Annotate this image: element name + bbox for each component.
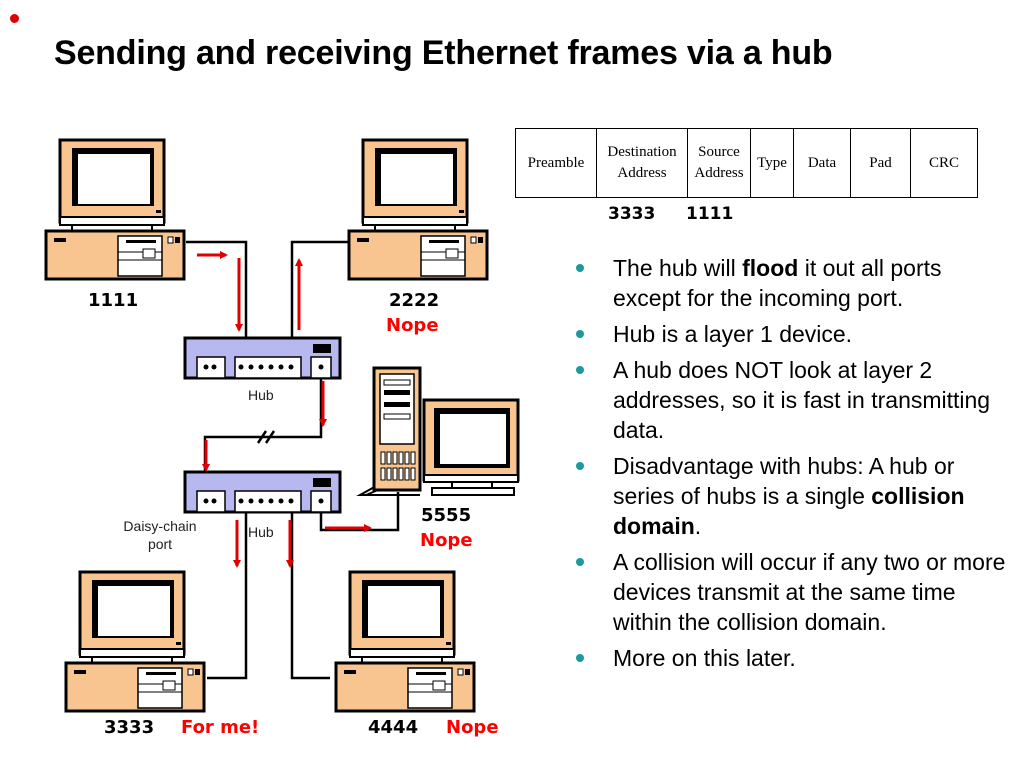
bullet-text: More on this later. — [613, 645, 796, 671]
host-4444-status: Nope — [446, 717, 499, 738]
bullet-text: A collision will occur if any two or mor… — [613, 549, 1006, 635]
bullet-item: More on this later. — [576, 643, 1006, 673]
bullet-item: Hub is a layer 1 device. — [576, 319, 1006, 349]
bullet-text: Hub is a layer 1 device. — [613, 321, 853, 347]
cable-break-icon — [256, 430, 276, 444]
bullet-text: Disadvantage with hubs: A hub or series … — [613, 453, 955, 509]
frame-field-type: Type — [750, 128, 794, 198]
host-5555-status: Nope — [420, 530, 473, 551]
host-4444-address: 4444 — [368, 717, 419, 738]
computer-5555 — [356, 366, 520, 496]
title-bullet-icon — [10, 14, 19, 23]
cable-2222 — [290, 240, 349, 367]
bullet-item: Disadvantage with hubs: A hub or series … — [576, 451, 1006, 541]
frame-source-value: 1111 — [686, 204, 734, 224]
cable-1111 — [186, 240, 248, 367]
host-3333-status: For me! — [181, 717, 260, 738]
host-5555-address: 5555 — [421, 505, 472, 526]
hub-top-label: Hub — [248, 387, 274, 403]
bullet-text: it out all ports except for the incoming… — [613, 255, 942, 311]
frame-arrows — [197, 251, 372, 568]
bullet-text: A hub does NOT look at layer 2 addresses… — [613, 357, 991, 443]
frame-field-preamble: Preamble — [515, 128, 597, 198]
frame-destination-value: 3333 — [608, 204, 656, 224]
frame-field-data: Data — [793, 128, 851, 198]
host-1111-address: 1111 — [88, 290, 139, 311]
hub-bottom — [183, 470, 342, 514]
hub-bottom-label: Hub — [248, 524, 274, 540]
bullet-text: . — [694, 513, 702, 539]
bullet-item: A collision will occur if any two or mor… — [576, 547, 1006, 637]
frame-field-pad: Pad — [850, 128, 911, 198]
bullet-text: The hub will — [613, 255, 743, 281]
frame-field-crc: CRC — [910, 128, 978, 198]
cable-4444 — [290, 480, 330, 680]
host-2222-status: Nope — [386, 315, 439, 336]
computer-1111 — [44, 138, 186, 281]
slide-title: Sending and receiving Ethernet frames vi… — [54, 34, 833, 72]
bullet-item: The hub will flood it out all ports exce… — [576, 253, 1006, 313]
bullet-dot-icon — [576, 462, 584, 470]
cable-3333 — [207, 480, 248, 680]
bullet-emphasis: flood — [742, 255, 799, 281]
computer-4444 — [334, 570, 476, 713]
bullet-list: The hub will flood it out all ports exce… — [576, 253, 1006, 679]
bullet-dot-icon — [576, 558, 584, 566]
bullet-emphasis: collision domain — [613, 483, 965, 539]
computer-2222 — [347, 138, 489, 281]
bullet-dot-icon — [576, 264, 584, 272]
host-3333-address: 3333 — [104, 717, 155, 738]
cable-hub-link — [203, 367, 323, 480]
bullet-dot-icon — [576, 366, 584, 374]
bullet-item: A hub does NOT look at layer 2 addresses… — [576, 355, 1006, 445]
computer-3333 — [64, 570, 206, 713]
hub-top — [183, 336, 342, 380]
bullet-dot-icon — [576, 654, 584, 662]
bullet-dot-icon — [576, 330, 584, 338]
host-2222-address: 2222 — [389, 290, 440, 311]
